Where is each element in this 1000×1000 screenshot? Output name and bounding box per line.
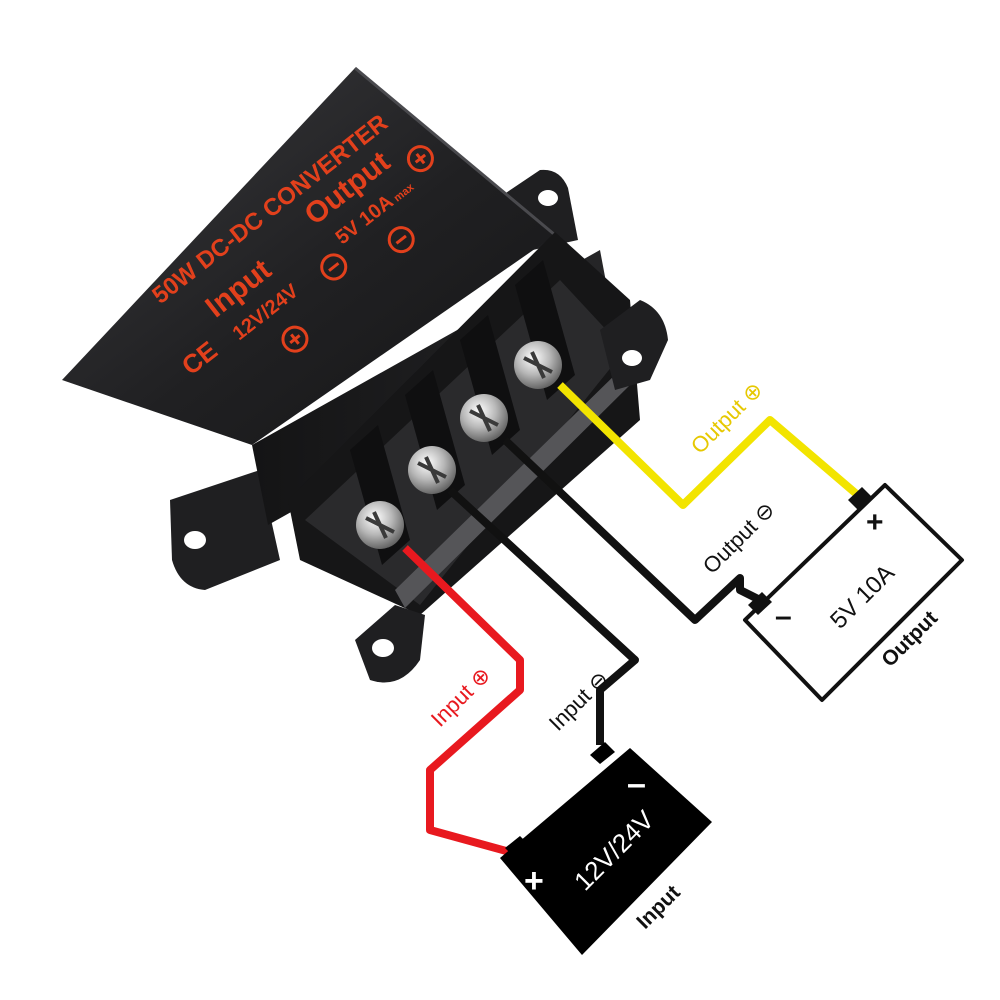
- output-load-minus: –: [775, 600, 792, 633]
- upper-right-mounting-flange: [600, 300, 668, 390]
- upper-right-mounting-hole: [622, 350, 642, 366]
- input-battery: + – 12V/24V Input: [500, 742, 712, 955]
- wire-input-negative: [447, 487, 639, 745]
- bottom-mounting-hole: [184, 531, 206, 549]
- input-minus-symbol: [320, 253, 348, 281]
- input-plus-symbol: [281, 325, 309, 353]
- bottom-mounting-flange: [170, 470, 280, 590]
- label-output-positive: Output ⊕: [686, 377, 768, 459]
- output-load-plus: +: [866, 506, 884, 539]
- input-battery-minus: –: [627, 765, 646, 803]
- wire-input-positive: [402, 545, 524, 856]
- output-plus-symbol: [406, 145, 434, 173]
- terminal-screw-input-pos: [356, 501, 404, 549]
- lower-right-mounting-hole: [372, 639, 394, 657]
- wire-output-positive: [557, 382, 863, 509]
- wire-output-negative: [502, 437, 762, 624]
- terminal-screw-output-neg: [460, 394, 508, 442]
- output-load: + – 5V 10A Output: [743, 483, 964, 702]
- terminal-screw-input-neg: [408, 446, 456, 494]
- output-minus-symbol: [387, 226, 415, 254]
- terminal-screw-output-pos: [514, 341, 562, 389]
- converter-module: 50W DC-DC CONVERTER CE Input 12V/24V Out…: [62, 66, 668, 683]
- top-mounting-hole: [538, 190, 558, 206]
- label-output-negative: Output ⊖: [698, 497, 780, 579]
- input-battery-plus: +: [524, 862, 544, 900]
